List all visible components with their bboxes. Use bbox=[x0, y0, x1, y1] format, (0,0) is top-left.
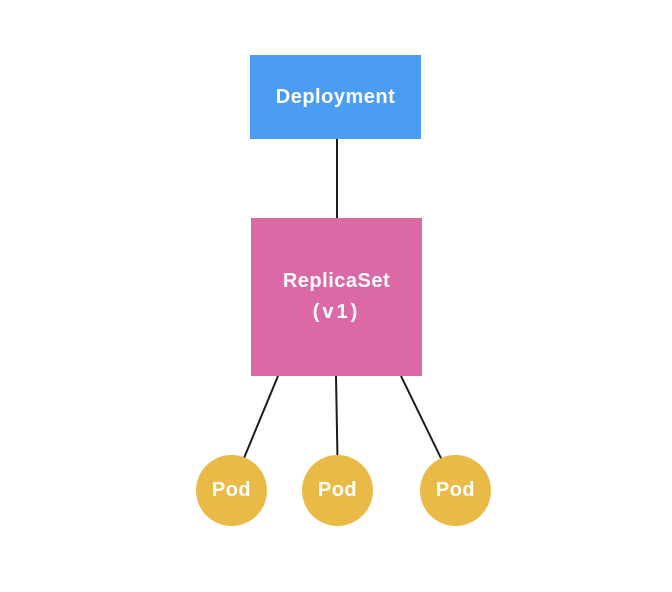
pod-node-2: Pod bbox=[302, 455, 373, 526]
pod-node-1: Pod bbox=[196, 455, 267, 526]
pod-node-3: Pod bbox=[420, 455, 491, 526]
deployment-node: Deployment bbox=[250, 55, 421, 139]
pod-label: Pod bbox=[317, 479, 358, 501]
pod-label: Pod bbox=[435, 479, 476, 501]
pod-label: Pod bbox=[211, 479, 252, 501]
deployment-label: Deployment bbox=[275, 85, 396, 108]
replicaset-label: ReplicaSet bbox=[282, 270, 391, 292]
replicaset-version-label: (v1) bbox=[312, 301, 361, 323]
replicaset-node: ReplicaSet (v1) bbox=[251, 218, 422, 376]
